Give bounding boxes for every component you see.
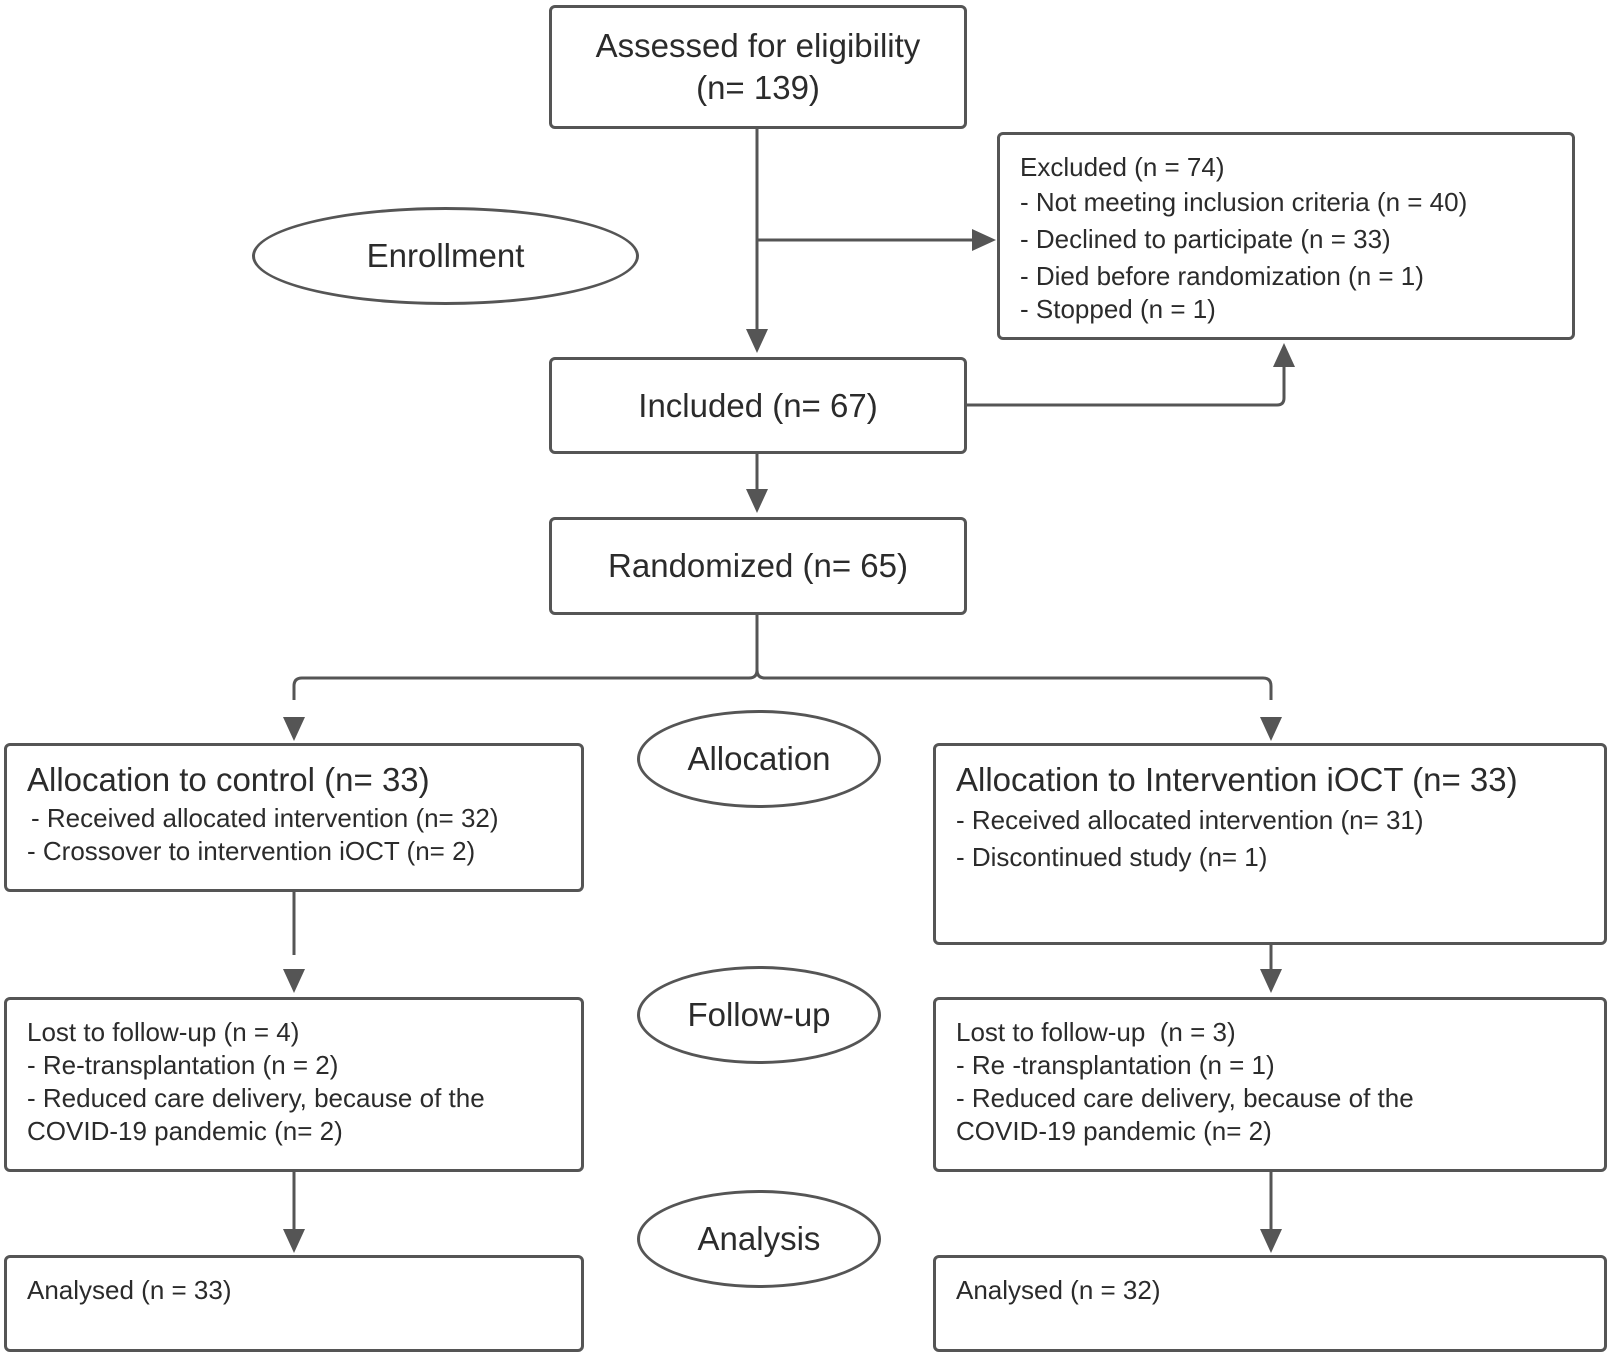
connector-split-left xyxy=(292,669,759,700)
arrowhead-control-analysed xyxy=(283,1229,305,1253)
arrowhead-intervention-followup xyxy=(1260,969,1282,993)
intervention-followup-heading: Lost to follow-up (n = 3) xyxy=(956,1017,1236,1047)
excluded-box: Excluded (n = 74) - Not meeting inclusio… xyxy=(997,132,1575,340)
intervention-followup-item: - Re -transplantation (n = 1) xyxy=(956,1050,1275,1080)
arrowhead-randomized xyxy=(746,489,768,513)
control-allocation-item: - Received allocated intervention (n= 32… xyxy=(31,803,499,833)
assessed-count: (n= 139) xyxy=(696,69,820,106)
arrowhead-included xyxy=(746,329,768,353)
stage-followup: Follow-up xyxy=(637,966,881,1064)
randomized-box: Randomized (n= 65) xyxy=(549,517,967,615)
intervention-followup-item: - Reduced care delivery, because of the … xyxy=(956,1083,1414,1146)
arrowhead-excluded xyxy=(972,229,996,251)
intervention-followup-box: Lost to follow-up (n = 3) - Re -transpla… xyxy=(933,997,1607,1172)
stage-allocation-label: Allocation xyxy=(687,740,831,777)
control-allocation-heading: Allocation to control (n= 33) xyxy=(27,761,430,798)
arrowhead-intervention-analysed xyxy=(1260,1229,1282,1253)
arrowhead-excluded-up xyxy=(1273,343,1295,367)
arrowhead-intervention xyxy=(1260,717,1282,741)
connector-included-excluded xyxy=(966,365,1286,407)
included-label: Included (n= 67) xyxy=(638,386,878,424)
stage-analysis-label: Analysis xyxy=(697,1220,821,1257)
randomized-label: Randomized (n= 65) xyxy=(608,547,908,584)
excluded-item: - Not meeting inclusion criteria (n = 40… xyxy=(1020,187,1468,217)
control-followup-item: - Re-transplantation (n = 2) xyxy=(27,1050,339,1080)
stage-enrollment-label: Enrollment xyxy=(366,237,525,274)
excluded-heading: Excluded (n = 74) xyxy=(1020,152,1225,182)
control-analysed-label: Analysed (n = 33) xyxy=(27,1275,232,1305)
control-followup-item: - Reduced care delivery, because of the … xyxy=(27,1083,485,1146)
excluded-item: - Stopped (n = 1) xyxy=(1020,294,1216,324)
connector-split-right xyxy=(755,669,1273,700)
included-box: Included (n= 67) xyxy=(549,357,967,454)
arrowhead-control-followup xyxy=(283,969,305,993)
intervention-analysed-box: Analysed (n = 32) xyxy=(933,1255,1607,1352)
intervention-allocation-box: Allocation to Intervention iOCT (n= 33) … xyxy=(933,743,1607,945)
control-allocation-item: - Crossover to intervention iOCT (n= 2) xyxy=(27,836,476,866)
assessed-box: Assessed for eligibility (n= 139) xyxy=(549,5,967,129)
intervention-allocation-heading: Allocation to Intervention iOCT (n= 33) xyxy=(956,761,1518,798)
stage-followup-label: Follow-up xyxy=(687,996,831,1033)
assessed-title: Assessed for eligibility xyxy=(595,27,921,64)
intervention-analysed-label: Analysed (n = 32) xyxy=(956,1275,1161,1305)
excluded-item: - Declined to participate (n = 33) xyxy=(1020,224,1391,254)
stage-allocation: Allocation xyxy=(637,710,881,808)
arrowhead-control xyxy=(283,717,305,741)
control-allocation-box: Allocation to control (n= 33) - Received… xyxy=(4,743,584,892)
stage-enrollment: Enrollment xyxy=(252,207,639,305)
control-followup-box: Lost to follow-up (n = 4) - Re-transplan… xyxy=(4,997,584,1172)
control-followup-heading: Lost to follow-up (n = 4) xyxy=(27,1017,300,1047)
intervention-allocation-item: - Received allocated intervention (n= 31… xyxy=(956,805,1424,835)
intervention-allocation-item: - Discontinued study (n= 1) xyxy=(956,842,1268,872)
excluded-item: - Died before randomization (n = 1) xyxy=(1020,261,1424,291)
control-analysed-box: Analysed (n = 33) xyxy=(4,1255,584,1352)
stage-analysis: Analysis xyxy=(637,1190,881,1288)
